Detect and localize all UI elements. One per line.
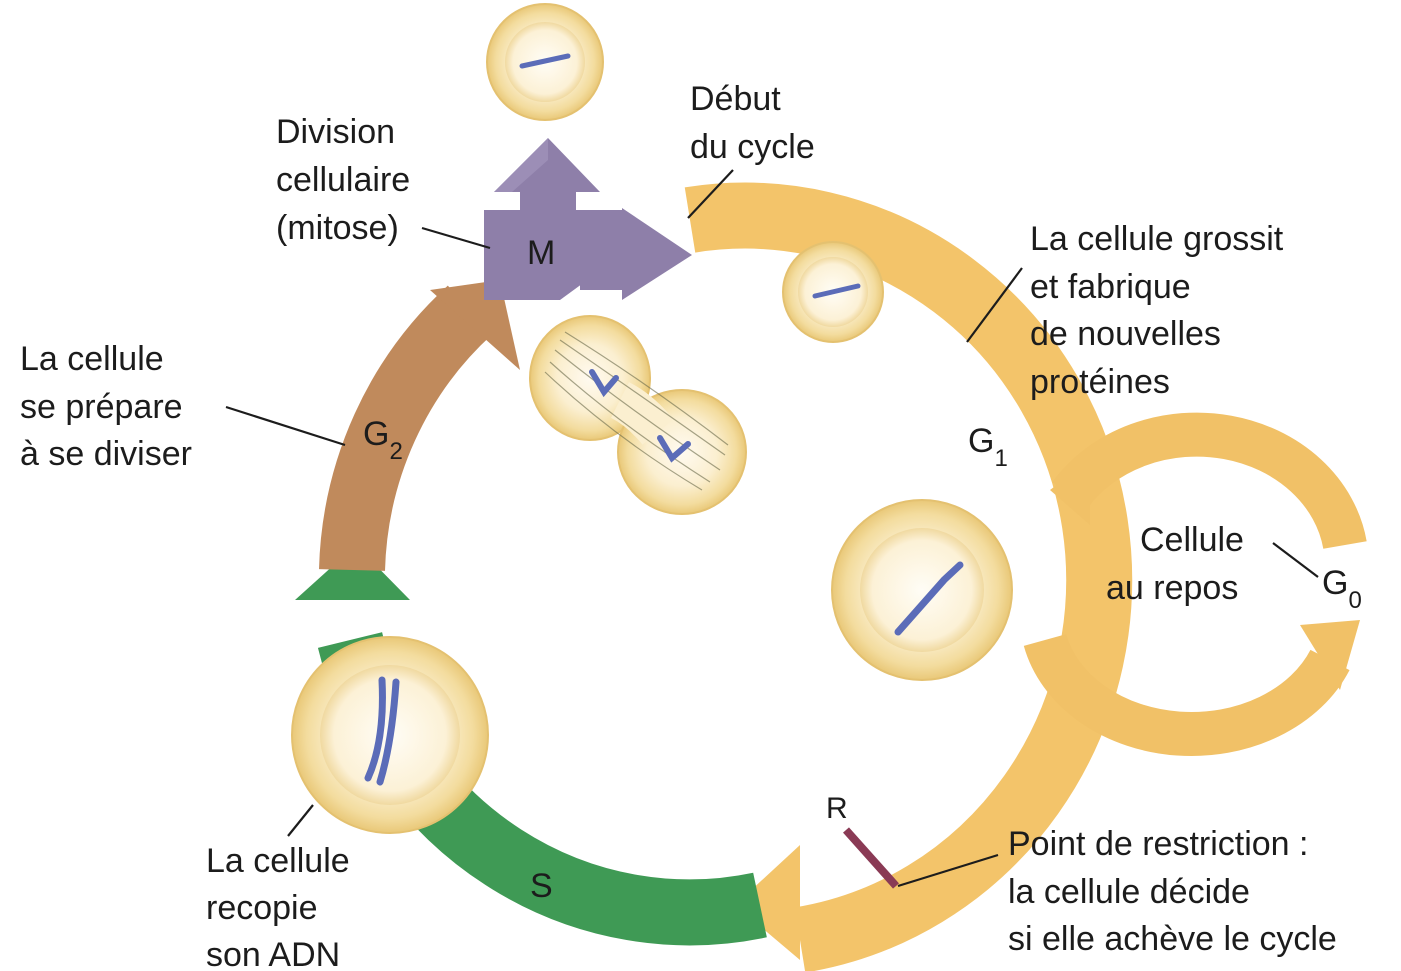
restriction-r-label: R	[826, 792, 848, 825]
label-debut-cycle: Début du cycle	[690, 80, 815, 166]
restriction-mark	[846, 830, 896, 886]
annotations: Début du cycle Division cellulaire (mito…	[20, 80, 1337, 971]
label-cellule-grossit: La cellule grossit et fabrique de nouvel…	[1030, 220, 1293, 401]
m-block	[484, 138, 692, 300]
cell-s	[292, 637, 488, 833]
label-point-restriction: Point de restriction : la cellule décide…	[1008, 825, 1337, 958]
cell-dividing	[530, 316, 746, 514]
label-recopie-adn: La cellule recopie son ADN	[206, 842, 359, 971]
label-se-prepare: La cellule se prépare à se diviser	[20, 340, 192, 473]
phase-m-label: M	[527, 234, 555, 272]
phase-s-label: S	[530, 867, 553, 905]
phase-g0-label: G0	[1322, 564, 1362, 614]
cell-top	[487, 4, 603, 120]
cell-g1-large	[832, 500, 1012, 680]
phase-g1-label: G1	[968, 422, 1008, 472]
label-division-cellulaire: Division cellulaire (mitose)	[276, 113, 420, 247]
cell-g1-small	[783, 242, 883, 342]
